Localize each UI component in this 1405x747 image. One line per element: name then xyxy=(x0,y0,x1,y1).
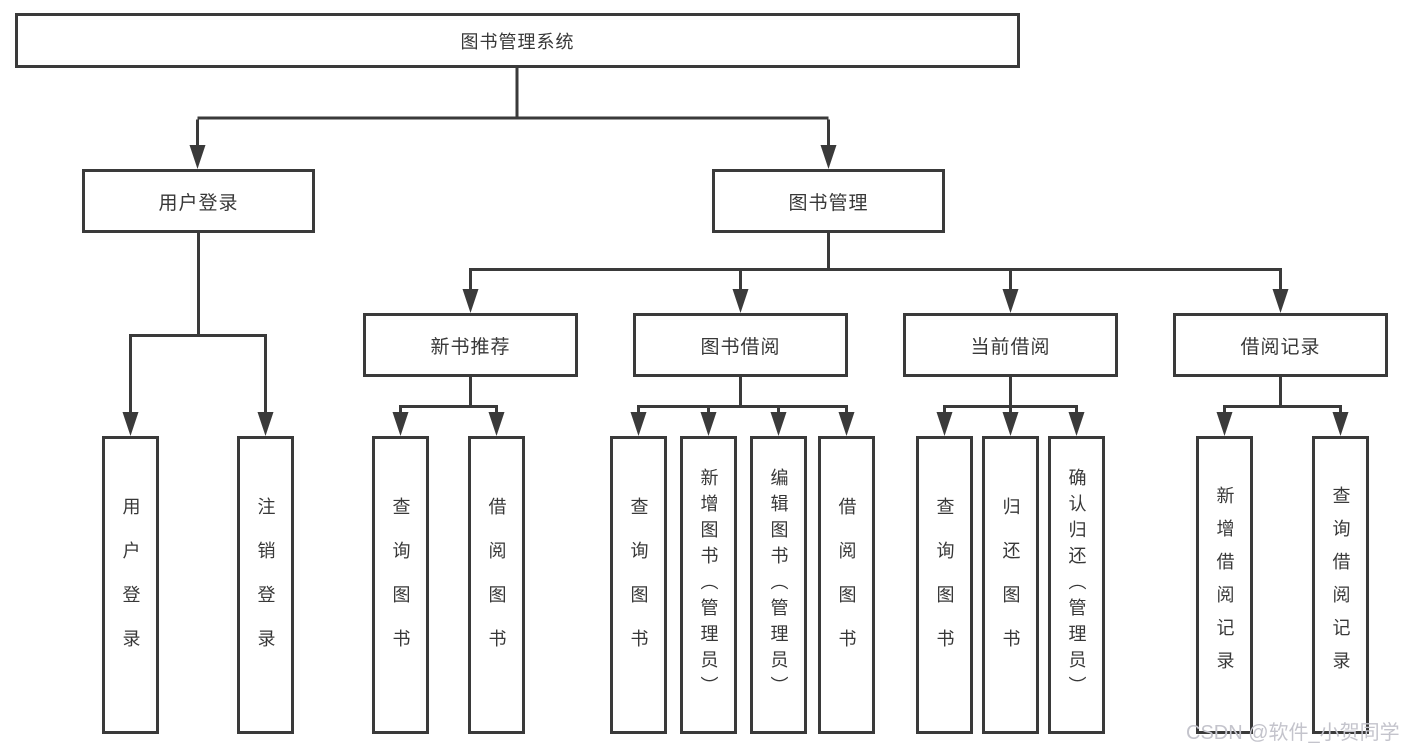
node-current-borrowing: 当前借阅 xyxy=(903,313,1118,377)
node-leaf-query-borrow-record: 查询借阅记录 xyxy=(1312,436,1369,734)
connector-book-management-to-level3 xyxy=(469,233,1282,292)
arrowhead-icon xyxy=(1002,412,1019,436)
arrowhead-icon xyxy=(488,412,505,436)
connector-borrowing-records-to-children xyxy=(1223,377,1342,415)
arrowhead-icon xyxy=(630,412,647,436)
node-leaf-query-books-recommend: 查询图书 xyxy=(372,436,429,734)
connector-book-borrowing-to-children xyxy=(637,377,848,415)
node-leaf-query-books-current: 查询图书 xyxy=(916,436,973,734)
node-leaf-query-books-borrowing: 查询图书 xyxy=(610,436,667,734)
arrowhead-icon xyxy=(1332,412,1349,436)
connector-current-borrowing-to-children xyxy=(943,377,1078,415)
arrowhead-icon xyxy=(122,412,139,436)
arrowhead-icon xyxy=(936,412,953,436)
node-book-management: 图书管理 xyxy=(712,169,945,233)
arrowhead-icon xyxy=(732,289,749,313)
connector-user-login-to-children xyxy=(129,233,267,415)
node-leaf-confirm-return-admin: 确认归还（管理员） xyxy=(1048,436,1105,734)
node-leaf-add-borrow-record: 新增借阅记录 xyxy=(1196,436,1253,734)
arrowhead-icon xyxy=(1068,412,1085,436)
csdn-watermark: CSDN @软件_小贺同学 xyxy=(1186,722,1400,744)
node-book-borrowing: 图书借阅 xyxy=(633,313,848,377)
arrowhead-icon xyxy=(1216,412,1233,436)
arrowhead-icon xyxy=(1272,289,1289,313)
node-borrowing-records: 借阅记录 xyxy=(1173,313,1388,377)
arrowhead-icon xyxy=(392,412,409,436)
arrowhead-icon xyxy=(820,145,837,169)
node-leaf-logout: 注销登录 xyxy=(237,436,294,734)
arrowhead-icon xyxy=(189,145,206,169)
connector-new-book-recommend-to-children xyxy=(399,377,498,415)
node-leaf-add-book-admin: 新增图书（管理员） xyxy=(680,436,737,734)
arrowhead-icon xyxy=(770,412,787,436)
arrowhead-icon xyxy=(257,412,274,436)
node-system-root: 图书管理系统 xyxy=(15,13,1020,68)
node-user-login: 用户登录 xyxy=(82,169,315,233)
arrowhead-icon xyxy=(1002,289,1019,313)
node-leaf-borrow-books-recommend: 借阅图书 xyxy=(468,436,525,734)
arrowhead-icon xyxy=(838,412,855,436)
connector-root-to-level2 xyxy=(196,68,830,148)
arrowhead-icon xyxy=(700,412,717,436)
node-leaf-user-login: 用户登录 xyxy=(102,436,159,734)
node-leaf-return-book: 归还图书 xyxy=(982,436,1039,734)
node-leaf-edit-book-admin: 编辑图书（管理员） xyxy=(750,436,807,734)
node-new-book-recommend: 新书推荐 xyxy=(363,313,578,377)
node-leaf-borrow-books-borrowing: 借阅图书 xyxy=(818,436,875,734)
arrowhead-icon xyxy=(462,289,479,313)
